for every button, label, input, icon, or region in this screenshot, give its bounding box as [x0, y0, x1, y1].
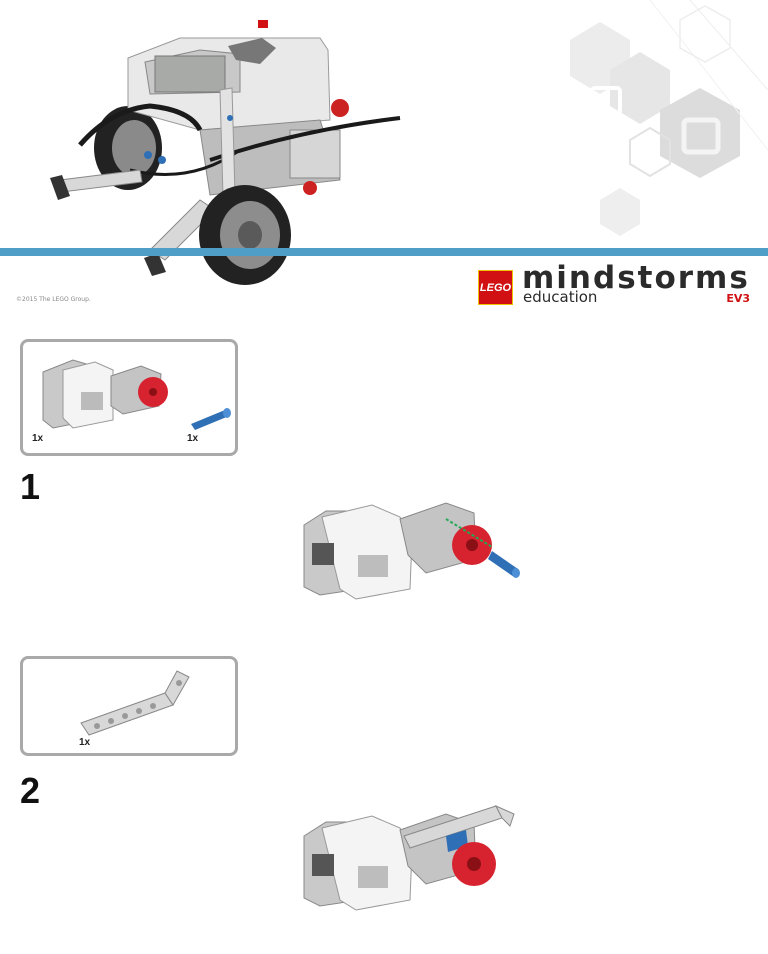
brand-name: mindstorms — [522, 260, 750, 296]
step-number: 1 — [20, 466, 41, 507]
part-qty: 1x — [187, 433, 199, 444]
part-qty: 1x — [79, 737, 91, 748]
copyright-text: ©2015 The LEGO Group. — [16, 296, 91, 303]
hexagon-pattern — [570, 0, 768, 236]
header-band — [0, 248, 768, 256]
brand-model: EV3 — [726, 292, 750, 305]
mindstorms-logo: LEGO mindstorms education EV3 — [478, 260, 754, 306]
part-qty: 1x — [32, 433, 44, 444]
angled-beam-icon — [80, 670, 190, 736]
brand-subtitle: education — [523, 288, 598, 306]
large-motor-icon — [42, 359, 168, 429]
step-1-assembly — [303, 502, 520, 600]
parts-box-step-1: 1x 1x — [20, 339, 238, 456]
step-number: 2 — [20, 770, 41, 811]
step-2-assembly — [303, 804, 515, 911]
blue-axle-pin-icon — [191, 408, 231, 430]
parts-box-step-2: 1x — [20, 656, 238, 756]
lego-logo: LEGO — [478, 270, 513, 305]
